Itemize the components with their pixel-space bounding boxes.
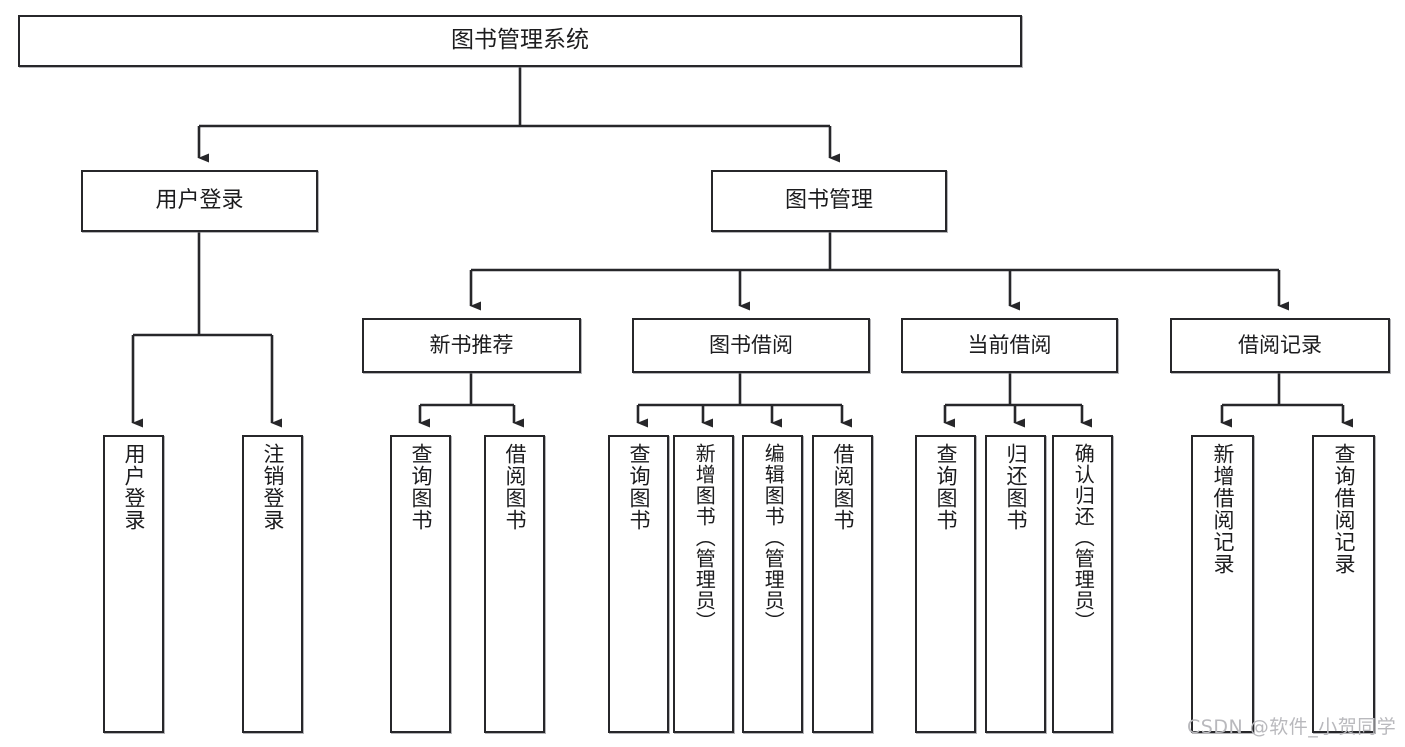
node-book-manage[interactable]: 图书管理 bbox=[711, 170, 947, 232]
node-book-manage-label: 图书管理 bbox=[784, 188, 873, 214]
leaf-return-book[interactable]: 归还图书 bbox=[985, 435, 1046, 733]
leaf-query-book-1-label: 查询图书 bbox=[408, 443, 433, 531]
leaf-query-book-3-label: 查询图书 bbox=[933, 443, 958, 531]
leaf-add-book-label: 新增图书（管理员） bbox=[692, 443, 717, 632]
leaf-user-login-label: 用户登录 bbox=[121, 443, 146, 531]
leaf-edit-book-label: 编辑图书（管理员） bbox=[761, 443, 786, 632]
leaf-query-book-3[interactable]: 查询图书 bbox=[915, 435, 976, 733]
leaf-return-book-label: 归还图书 bbox=[1003, 443, 1028, 531]
node-borrow-record[interactable]: 借阅记录 bbox=[1170, 318, 1390, 373]
leaf-add-book[interactable]: 新增图书（管理员） bbox=[673, 435, 734, 733]
node-borrow-record-label: 借阅记录 bbox=[1238, 333, 1322, 358]
leaf-query-book-2[interactable]: 查询图书 bbox=[608, 435, 669, 733]
leaf-confirm-return[interactable]: 确认归还（管理员） bbox=[1052, 435, 1113, 733]
leaf-logout[interactable]: 注销登录 bbox=[242, 435, 303, 733]
watermark: CSDN @软件_小贺同学 bbox=[1187, 716, 1397, 738]
node-book-borrow[interactable]: 图书借阅 bbox=[632, 318, 870, 373]
node-current-borrow-label: 当前借阅 bbox=[967, 333, 1052, 358]
leaf-logout-label: 注销登录 bbox=[260, 443, 285, 531]
leaf-add-record[interactable]: 新增借阅记录 bbox=[1191, 435, 1254, 733]
leaf-borrow-book-1[interactable]: 借阅图书 bbox=[484, 435, 545, 733]
leaf-borrow-book-1-label: 借阅图书 bbox=[502, 443, 527, 531]
node-root[interactable]: 图书管理系统 bbox=[18, 15, 1022, 67]
node-new-book-recommend[interactable]: 新书推荐 bbox=[362, 318, 581, 373]
node-book-borrow-label: 图书借阅 bbox=[709, 333, 793, 358]
leaf-add-record-label: 新增借阅记录 bbox=[1210, 443, 1235, 575]
leaf-borrow-book-2[interactable]: 借阅图书 bbox=[812, 435, 873, 733]
leaf-query-book-2-label: 查询图书 bbox=[626, 443, 651, 531]
leaf-user-login[interactable]: 用户登录 bbox=[103, 435, 164, 733]
leaf-edit-book[interactable]: 编辑图书（管理员） bbox=[742, 435, 803, 733]
node-current-borrow[interactable]: 当前借阅 bbox=[901, 318, 1118, 373]
leaf-query-book-1[interactable]: 查询图书 bbox=[390, 435, 451, 733]
leaf-query-record[interactable]: 查询借阅记录 bbox=[1312, 435, 1375, 733]
node-user-login[interactable]: 用户登录 bbox=[81, 170, 318, 232]
node-user-login-label: 用户登录 bbox=[155, 188, 244, 214]
node-new-book-recommend-label: 新书推荐 bbox=[429, 333, 514, 358]
leaf-confirm-return-label: 确认归还（管理员） bbox=[1071, 443, 1096, 632]
leaf-query-record-label: 查询借阅记录 bbox=[1331, 443, 1356, 575]
leaf-borrow-book-2-label: 借阅图书 bbox=[830, 443, 855, 531]
node-root-label: 图书管理系统 bbox=[451, 27, 589, 54]
